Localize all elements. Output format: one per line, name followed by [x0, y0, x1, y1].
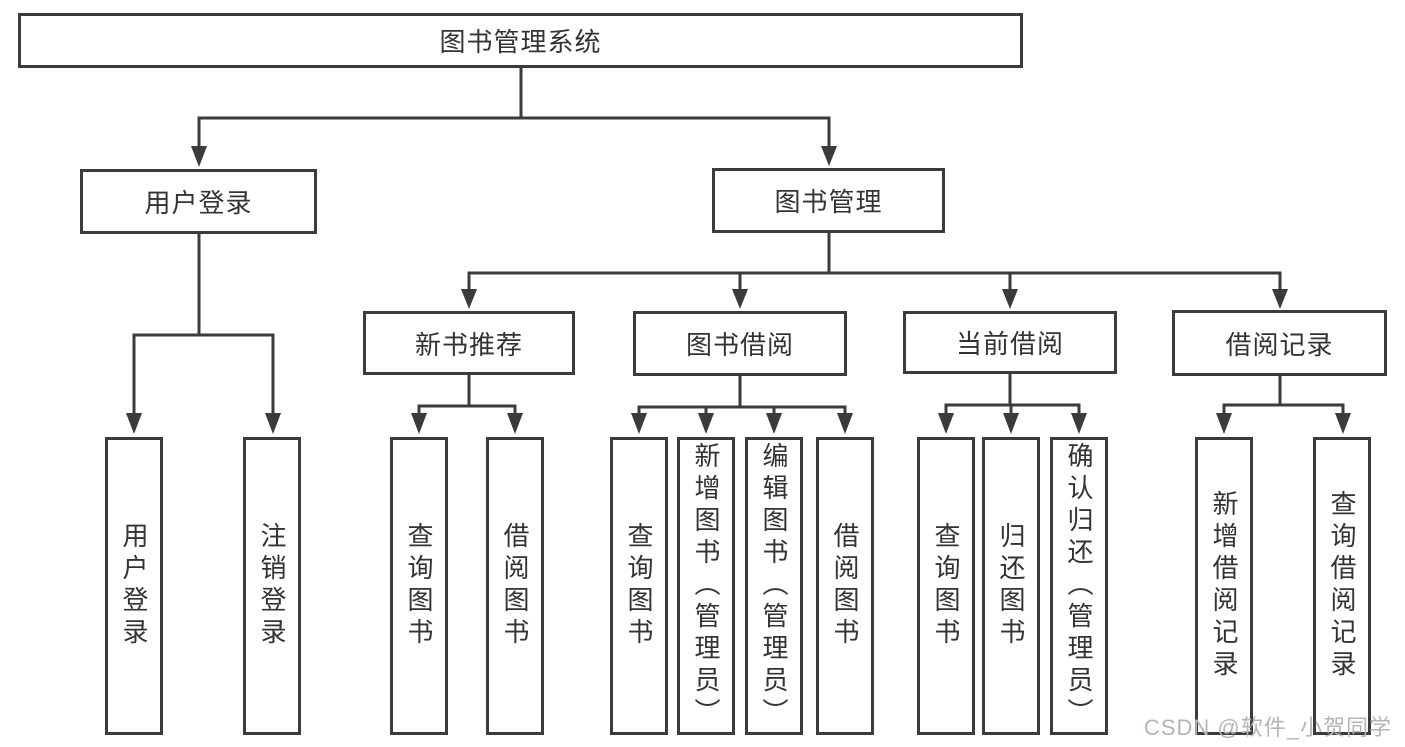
- leaf-label: 新增图书（管理员）: [691, 442, 721, 730]
- leaf-label: 查询图书: [624, 522, 654, 650]
- node-user-login: 用户登录: [80, 169, 317, 234]
- node-label: 当前借阅: [955, 329, 1064, 359]
- leaf-label: 借阅图书: [830, 522, 860, 650]
- leaf-label: 新增借阅记录: [1209, 490, 1239, 682]
- node-book-borrowing: 图书借阅: [633, 311, 847, 376]
- leaf-confirm-return-admin: 确认归还（管理员）: [1050, 437, 1108, 735]
- leaf-query-books-current: 查询图书: [917, 437, 975, 735]
- node-label: 借阅记录: [1225, 329, 1334, 360]
- leaf-return-books: 归还图书: [982, 437, 1040, 735]
- node-label: 图书借阅: [685, 330, 794, 360]
- leaf-user-login: 用户登录: [105, 437, 163, 735]
- leaf-label: 归还图书: [996, 522, 1026, 650]
- leaf-edit-books-admin: 编辑图书（管理员）: [745, 437, 803, 735]
- leaf-add-books-admin: 新增图书（管理员）: [677, 437, 735, 735]
- node-new-book-recommendation: 新书推荐: [363, 311, 575, 375]
- node-current-borrowing: 当前借阅: [903, 311, 1117, 374]
- csdn-watermark: CSDN @软件_小贺同学: [1143, 715, 1392, 740]
- leaf-query-borrow-record: 查询借阅记录: [1313, 437, 1371, 735]
- leaf-label: 查询借阅记录: [1327, 490, 1357, 682]
- leaf-label: 用户登录: [119, 522, 149, 650]
- leaf-add-borrow-record: 新增借阅记录: [1195, 437, 1253, 735]
- node-library-system: 图书管理系统: [18, 13, 1023, 68]
- node-borrowing-records: 借阅记录: [1172, 310, 1387, 376]
- node-label: 图书管理: [774, 187, 883, 217]
- node-label: 新书推荐: [414, 329, 523, 360]
- leaf-borrow-books: 借阅图书: [816, 437, 874, 735]
- leaf-label: 查询图书: [931, 522, 961, 650]
- node-book-management: 图书管理: [712, 168, 945, 233]
- leaf-label: 编辑图书（管理员）: [759, 442, 789, 730]
- leaf-query-books-borrow: 查询图书: [610, 437, 668, 735]
- leaf-label: 确认归还（管理员）: [1064, 442, 1094, 730]
- leaf-query-books-recommend: 查询图书: [390, 437, 448, 735]
- leaf-logout: 注销登录: [243, 437, 301, 735]
- node-label: 图书管理系统: [439, 27, 602, 57]
- leaf-borrow-books-recommend: 借阅图书: [486, 437, 544, 735]
- leaf-label: 查询图书: [404, 522, 434, 650]
- leaf-label: 注销登录: [257, 522, 287, 650]
- node-label: 用户登录: [144, 188, 253, 218]
- leaf-label: 借阅图书: [500, 522, 530, 650]
